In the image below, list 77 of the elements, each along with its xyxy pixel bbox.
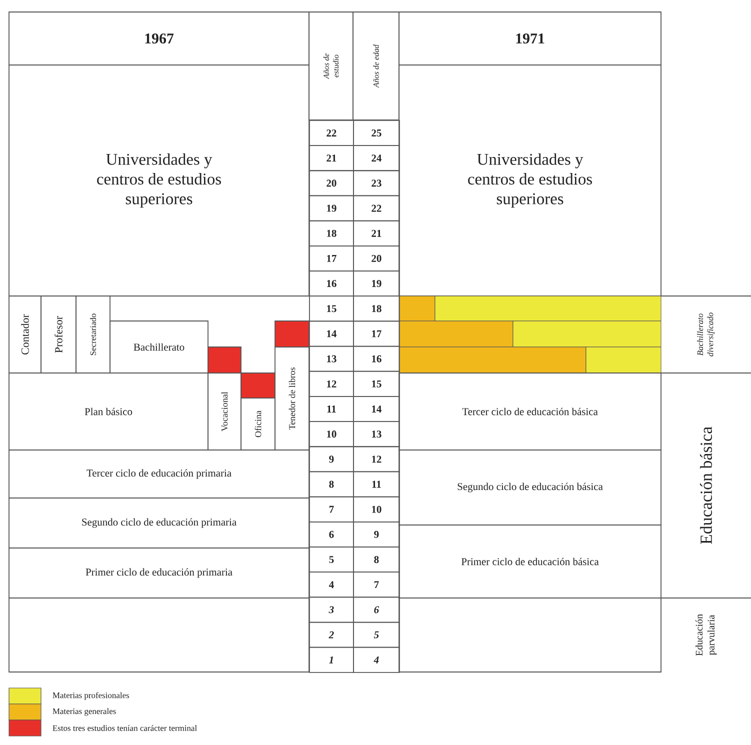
year-cell: 19 (353, 270, 400, 297)
year-cell: 15 (353, 370, 400, 397)
level-label: Educación parvularia (696, 614, 716, 656)
level-box: Tercer ciclo de educación primaria (8, 450, 310, 498)
year-cell: 17 (353, 320, 400, 347)
year-cell: 9 (353, 521, 400, 548)
year-cell: 2 (309, 622, 354, 648)
year-cell: 20 (309, 170, 354, 196)
year-cell: 25 (353, 120, 400, 146)
year-cell: 5 (309, 546, 354, 573)
year-cell: 8 (309, 471, 354, 498)
column-header: 1967 (8, 12, 310, 66)
year-cell: 20 (353, 245, 400, 272)
year-cell: 18 (309, 220, 354, 246)
year-cell: 13 (309, 346, 354, 372)
level-box: Segundo ciclo de educación básica (398, 450, 662, 526)
subject-bar (398, 346, 586, 374)
year-cell: 14 (309, 320, 354, 347)
level-box: Vocacional (208, 372, 242, 450)
level-box: Profesor (40, 296, 76, 374)
year-cell: 10 (353, 496, 400, 522)
year-cell: 11 (353, 471, 400, 498)
subject-bar (398, 296, 436, 322)
subject-bar (434, 296, 662, 322)
level-box: Primer ciclo de educación primaria (8, 548, 310, 598)
year-cell: 7 (309, 496, 354, 522)
level-box: Secretariado (76, 296, 110, 374)
level-box: Universidades y centros de estudios superiores (8, 64, 310, 296)
level-box: Tenedor de libros (274, 346, 310, 450)
year-cell: 13 (353, 421, 400, 448)
year-cell: 21 (353, 220, 400, 246)
year-cell: 6 (309, 521, 354, 548)
year-cell: 3 (309, 596, 354, 623)
column-header: 1971 (398, 12, 662, 66)
year-cell: 18 (353, 296, 400, 322)
terminal-box (274, 320, 310, 348)
year-cell: 10 (309, 421, 354, 448)
year-cell: 17 (309, 245, 354, 272)
year-cell: 24 (353, 145, 400, 172)
subject-bar (512, 320, 662, 348)
year-cell: 22 (353, 195, 400, 222)
year-cell: 12 (353, 446, 400, 472)
year-cell: 16 (309, 270, 354, 297)
year-cell: 23 (353, 170, 400, 196)
level-box: Contador (8, 296, 42, 374)
year-cell: 22 (309, 120, 354, 146)
level-label: Bachillerato diversificado (697, 312, 715, 356)
legend-label: Materias profesionales (52, 692, 130, 700)
year-cell: 14 (353, 396, 400, 422)
level-box: Segundo ciclo de educación primaria (8, 498, 310, 548)
level-box: Primer ciclo de educación básica (398, 524, 662, 598)
year-cell: 4 (353, 646, 400, 673)
year-cell: 6 (353, 596, 400, 623)
year-cell: 7 (353, 572, 400, 598)
empty-box (8, 598, 310, 672)
terminal-box (240, 372, 276, 398)
year-cell: 19 (309, 195, 354, 222)
year-cell: 5 (353, 622, 400, 648)
legend-label: Materias generales (52, 708, 116, 716)
year-cell: 4 (309, 572, 354, 598)
empty-box (398, 598, 662, 672)
year-cell: 15 (309, 296, 354, 322)
year-cell: 8 (353, 546, 400, 573)
year-cell: 12 (309, 370, 354, 397)
level-box: Bachillerato (110, 320, 208, 374)
level-box: Plan básico (8, 372, 208, 450)
legend-label: Estos tres estudios tenían carácter terminal (52, 725, 197, 731)
terminal-box (208, 346, 242, 374)
year-cell: 16 (353, 346, 400, 372)
year-cell: 1 (309, 646, 354, 673)
level-box: Oficina (240, 398, 276, 450)
level-label: Educación básica (700, 426, 712, 544)
year-cell: 21 (309, 145, 354, 172)
year-cell: 11 (309, 396, 354, 422)
level-box: Tercer ciclo de educación básica (398, 372, 662, 450)
year-cell: 9 (309, 446, 354, 472)
subject-bar (586, 346, 662, 374)
